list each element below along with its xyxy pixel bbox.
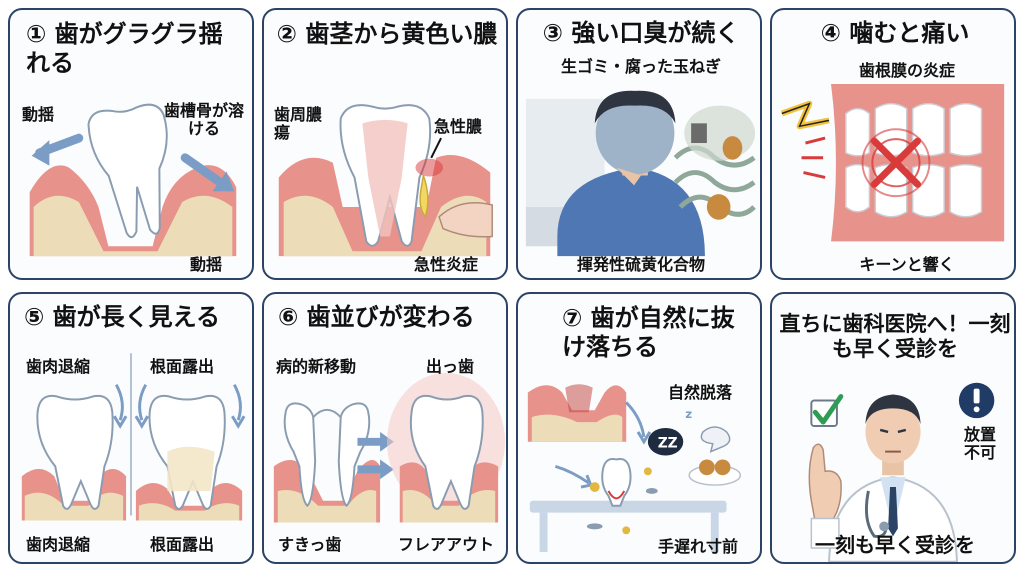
- tooth-loss-illustration: ZZ z: [527, 384, 742, 552]
- panel-bite-pain: ④ 噛むと痛い 歯根膜の炎症 キーンと響く: [770, 8, 1016, 280]
- label-natural-loss: 自然脱落: [668, 383, 733, 402]
- panel-title: ⑤ 歯が長く見える: [24, 303, 220, 331]
- label-gap-teeth: すきっ歯: [278, 535, 342, 554]
- gum-recession-illustration: [21, 353, 246, 521]
- checkmark-icon: [812, 394, 844, 425]
- label-almost-too-late: 手遅れ寸前: [658, 537, 739, 556]
- panel-title: 直ちに歯科医院へ！一刻も早く受診を: [779, 312, 1011, 362]
- label-mobility-bottom: 動揺: [190, 255, 223, 274]
- label-periodontal-abscess: 歯周膿瘍: [274, 105, 323, 142]
- infographic-grid: ① 歯がグラグラ揺れる 動揺 歯槽骨が溶ける 動揺 ② 歯茎から黄色い膿 歯周膿…: [8, 8, 1016, 564]
- panel-falling-out: ZZ z ⑦ 歯が自然に抜け落ちる 自然脱落 手遅れ寸前: [516, 292, 762, 564]
- pus-illustration: [278, 104, 493, 257]
- label-flare-out: フレアアウト: [398, 535, 495, 554]
- label-do-not-ignore: 放置不可: [963, 425, 996, 462]
- checkbox-icon: [810, 399, 838, 428]
- panel-title: ① 歯がグラグラ揺れる: [26, 20, 223, 77]
- panel-alignment-change: ⑥ 歯並びが変わる 病的新移動 出っ歯 すきっ歯 フレアアウト: [262, 292, 508, 564]
- label-mobility-left: 動揺: [22, 105, 55, 124]
- tooth-movement-illustration: [273, 372, 506, 523]
- panel-title: ③ 強い口臭が続く: [542, 19, 740, 47]
- label-root-exposure-top: 根面露出: [150, 357, 215, 376]
- panel-loose-teeth: ① 歯がグラグラ揺れる 動揺 歯槽骨が溶ける 動揺: [8, 8, 254, 280]
- label-visit-soon: 一刻も早く受診を: [815, 533, 975, 557]
- label-pathologic-migration: 病的新移動: [276, 357, 357, 376]
- dentist-illustration: [808, 382, 995, 562]
- panel-see-dentist: 直ちに歯科医院へ！一刻も早く受診を 放置不可 一刻も早く受診を: [770, 292, 1016, 564]
- label-recession-bottom: 歯肉退縮: [26, 535, 91, 554]
- svg-text:ZZ: ZZ: [658, 436, 678, 452]
- svg-text:z: z: [685, 407, 692, 421]
- panel-bad-breath: ③ 強い口臭が続く 生ゴミ・腐った玉ねぎ 揮発性硫黄化合物: [516, 8, 762, 280]
- label-ligament-inflammation: 歯根膜の炎症: [858, 61, 955, 80]
- panel-pus: ② 歯茎から黄色い膿 歯周膿瘍 急性膿 急性炎症: [262, 8, 508, 280]
- panel-title: ⑥ 歯並びが変わる: [278, 303, 475, 331]
- loose-tooth-illustration: [29, 103, 237, 257]
- label-garbage-onion: 生ゴミ・腐った玉ねぎ: [560, 57, 721, 76]
- label-acute-inflammation: 急性炎症: [414, 255, 479, 274]
- label-sulfur-compounds: 揮発性硫黄化合物: [576, 255, 705, 274]
- panel-title: ⑦ 歯が自然に抜け落ちる: [562, 304, 735, 361]
- label-sharp-ringing: キーンと響く: [859, 255, 955, 274]
- bite-pain-illustration: [780, 83, 1005, 242]
- label-recession-top: 歯肉退縮: [26, 357, 91, 376]
- panel-long-teeth: ⑤ 歯が長く見える 歯肉退縮 根面露出 歯肉退縮 根面露出: [8, 292, 254, 564]
- label-acute-pus: 急性膿: [434, 117, 483, 136]
- bad-breath-illustration: [525, 90, 756, 257]
- label-root-exposure-bottom: 根面露出: [150, 535, 215, 554]
- panel-title: ④ 噛むと痛い: [820, 19, 970, 47]
- label-buck-teeth: 出っ歯: [426, 357, 475, 376]
- label-bone-loss: 歯槽骨が溶ける: [163, 101, 244, 138]
- panel-title: ② 歯茎から黄色い膿: [276, 20, 498, 48]
